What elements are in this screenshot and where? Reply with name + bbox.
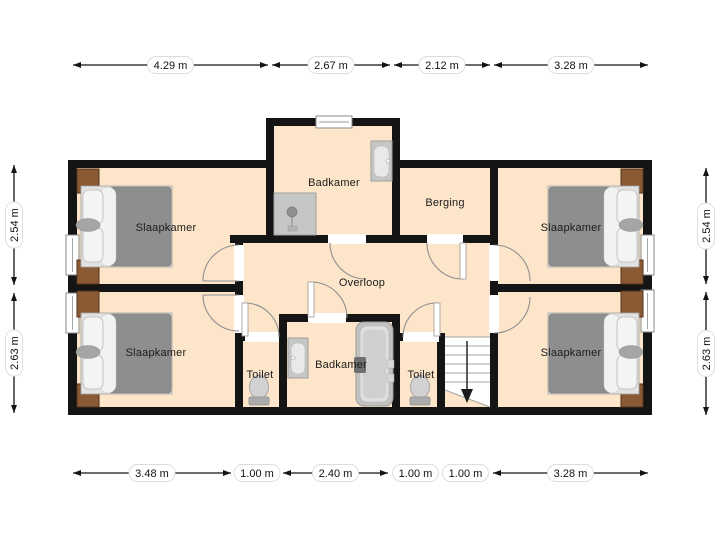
stairs-down-arrow-icon	[461, 389, 473, 403]
room-label-badkamer-bottom: Badkamer	[315, 359, 367, 371]
dimension-segment: 1.00 m	[442, 464, 489, 482]
dimension-label: 2.40 m	[319, 468, 353, 480]
dimension-segment: 2.40 m	[283, 464, 388, 482]
dimension-label: 2.67 m	[314, 60, 348, 72]
room-label-overloop: Overloop	[339, 277, 385, 289]
dimension-segment: 3.48 m	[73, 464, 231, 482]
faucet-icon	[354, 357, 366, 373]
wall-bathroom-east	[392, 118, 400, 243]
door-leaf-berging	[459, 242, 467, 280]
doorway-toilet-left	[245, 332, 279, 342]
dimension-label: 2.54 m	[701, 209, 713, 243]
door-arc-bedroom-tr	[493, 244, 531, 282]
bed-icon-top-right	[547, 185, 644, 268]
sink-icon	[287, 337, 309, 379]
room-label-toilet-right: Toilet	[408, 369, 435, 381]
stairs-icon	[444, 336, 491, 408]
dimension-label: 2.54 m	[9, 208, 21, 242]
wall-outer-bottom	[68, 407, 652, 415]
wall-outer-top-left	[68, 160, 274, 168]
room-label-toilet-left: Toilet	[247, 369, 274, 381]
door-openings	[234, 234, 499, 342]
window-icon	[640, 234, 655, 276]
door-arc-bathroom-bottom	[310, 281, 348, 319]
room-label-badkamer-top: Badkamer	[308, 177, 360, 189]
window-icon	[315, 115, 353, 129]
dimension-bottom: 3.48 m 1.00 m 2.40 m 1.00 m 1.00 m	[73, 464, 648, 482]
dimension-label: 1.00 m	[399, 468, 433, 480]
room-label-slaapkamer-tr: Slaapkamer	[541, 222, 602, 234]
dimension-label: 3.28 m	[554, 468, 588, 480]
wall-left-divider	[68, 284, 243, 292]
door-leaf-bathroom-bottom	[307, 281, 315, 318]
door-arc-berging	[426, 242, 464, 280]
door-swings	[202, 242, 531, 338]
bed-icon-bottom-right	[547, 312, 644, 395]
doorway-bedroom-tl	[234, 245, 244, 281]
door-leaf-toilet-left	[241, 302, 249, 337]
shower-icon	[273, 192, 317, 236]
doorway-bedroom-br	[489, 295, 499, 333]
dimension-right: 2.54 m 2.63 m	[697, 168, 715, 415]
wall-stairs-west	[437, 333, 445, 415]
dimension-segment: 4.29 m	[73, 56, 268, 74]
door-arc-bedroom-tl	[202, 244, 240, 282]
bed-icon-top-left	[75, 185, 173, 268]
door-leaf-toilet-right	[433, 302, 441, 337]
room-label-slaapkamer-tl: Slaapkamer	[136, 222, 197, 234]
dimension-segment: 2.54 m	[5, 165, 23, 285]
doorway-bedroom-tr	[489, 245, 499, 281]
room-label-berging: Berging	[425, 197, 464, 209]
dimension-segment: 2.67 m	[272, 56, 390, 74]
dimension-label: 4.29 m	[154, 60, 188, 72]
room-label-slaapkamer-br: Slaapkamer	[541, 347, 602, 359]
doorway-bathroom-bottom	[308, 313, 346, 323]
dimension-label: 2.12 m	[425, 60, 459, 72]
wall-outer-top-right	[392, 160, 652, 168]
doorway-berging	[427, 234, 463, 244]
wall-bathroom2-east	[392, 314, 400, 415]
window-icon	[65, 234, 80, 276]
wall-right-divider	[490, 284, 652, 292]
dimension-label: 1.00 m	[240, 468, 274, 480]
wall-toilet1-east	[279, 314, 287, 415]
dimension-label: 1.00 m	[449, 468, 483, 480]
room-labels: Slaapkamer Badkamer Berging Slaapkamer O…	[126, 177, 602, 381]
dimension-segment: 1.00 m	[233, 464, 281, 482]
dimension-label: 3.28 m	[554, 60, 588, 72]
wall-bathroom-west	[266, 118, 274, 243]
door-arc-toilet-right	[402, 302, 438, 338]
dimension-label: 2.63 m	[701, 337, 713, 371]
door-arc-bedroom-bl	[202, 294, 240, 332]
dimension-segment: 2.54 m	[697, 168, 715, 284]
dimension-segment: 3.28 m	[494, 56, 648, 74]
doorway-bathroom-top	[328, 234, 366, 244]
sink-icon	[370, 140, 393, 182]
dimension-segment: 2.63 m	[5, 293, 23, 413]
dimension-segment: 1.00 m	[392, 464, 439, 482]
doorway-bedroom-bl	[234, 295, 244, 333]
dimension-label: 2.63 m	[9, 336, 21, 370]
doorway-toilet-right	[403, 332, 439, 342]
door-arc-bedroom-br	[493, 296, 531, 334]
bed-icon-bottom-left	[75, 312, 173, 395]
dimension-label: 3.48 m	[135, 468, 169, 480]
toilet-fixture-icon	[248, 375, 270, 406]
door-arc-toilet-left	[244, 302, 280, 338]
dimension-left: 2.54 m 2.63 m	[5, 165, 23, 413]
door-arc-bathroom-top	[329, 242, 367, 280]
toilet-fixture-icon	[409, 375, 431, 406]
dimension-top: 4.29 m 2.67 m 2.12 m 3.28 m	[73, 56, 648, 74]
dimension-segment: 2.63 m	[697, 292, 715, 415]
dimension-segment: 3.28 m	[493, 464, 648, 482]
bathtub-icon	[354, 321, 395, 407]
dimension-segment: 2.12 m	[394, 56, 490, 74]
room-label-slaapkamer-bl: Slaapkamer	[126, 347, 187, 359]
